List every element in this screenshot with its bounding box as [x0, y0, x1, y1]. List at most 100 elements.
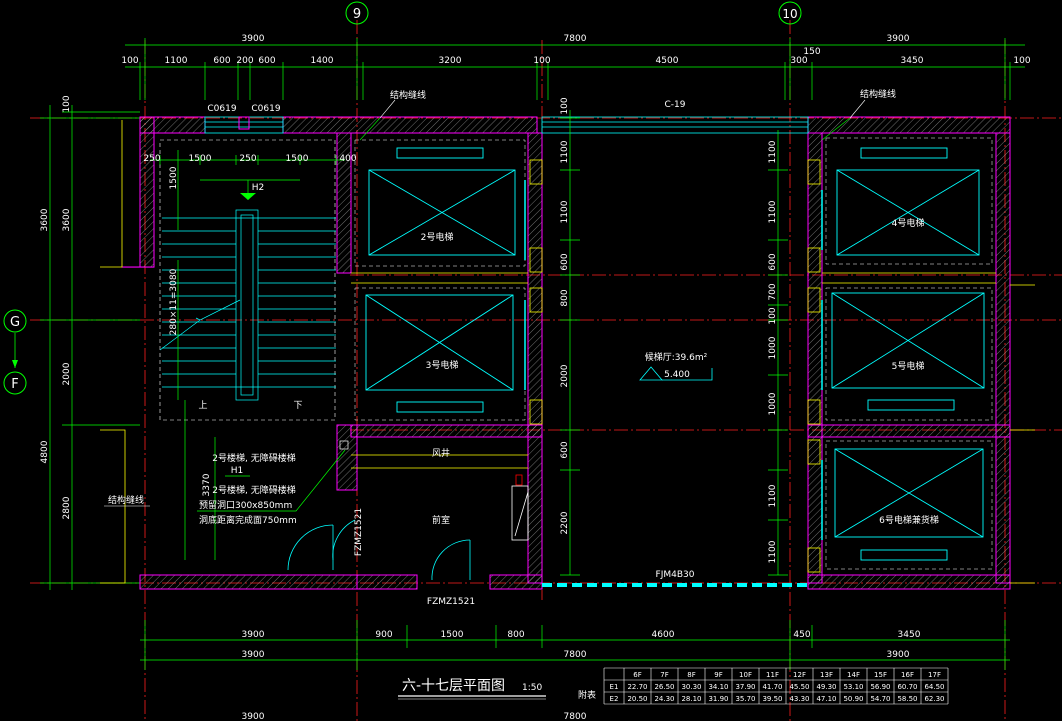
shaft-dim-right-8: 1100 — [768, 540, 778, 563]
floor-table-header-cell: 9F — [714, 671, 722, 679]
shaft-dim-left-5: 2000 — [560, 364, 570, 387]
front-room-equipment — [511, 485, 529, 541]
stair-note-3: 预留洞口300x850mm — [199, 499, 292, 511]
left-dim-inner-2: 2000 — [62, 362, 72, 385]
floor-table-header-cell: 8F — [687, 671, 695, 679]
bottom-dim-row1-2: 1500 — [441, 630, 464, 640]
floor-table-cell: 56.90 — [870, 683, 890, 691]
floor-table-header-cell: 11F — [766, 671, 779, 679]
floor-table-cell: 20.50 — [627, 695, 647, 703]
shaft-dim-right-3: 700 — [768, 283, 778, 300]
bottom-dim-row1-4: 4600 — [652, 630, 675, 640]
door-label-fzm2: FZMZ1521 — [427, 597, 475, 607]
top-dim-row1-1: 7800 — [564, 34, 587, 44]
top-dim-row2-5: 1400 — [311, 56, 334, 66]
floor-table-header-cell: 15F — [874, 671, 887, 679]
top-dim-row2-7: 100 — [533, 56, 550, 66]
floor-table-header-cell: 17F — [928, 671, 941, 679]
floor-table-header-cell: 7F — [660, 671, 668, 679]
plan-scale: 1:50 — [522, 683, 542, 693]
floor-table-cell: 30.30 — [681, 683, 701, 691]
top-dim-row2-1: 1100 — [165, 56, 188, 66]
shaft-dim-right-4: 100 — [768, 307, 778, 324]
shaft-dim-left-0: 100 — [560, 97, 570, 114]
left-dim-inner-3: 2800 — [62, 496, 72, 519]
stair-dim-4: 400 — [339, 154, 356, 164]
floor-table-cell: 31.90 — [708, 695, 728, 703]
floor-table-cell: 22.70 — [627, 683, 647, 691]
floor-table-cell: 54.70 — [870, 695, 890, 703]
stair-side-dim-2: 3370 — [202, 473, 212, 496]
bottom-dim-row2-2: 3900 — [887, 650, 910, 660]
axis-bubble-f: F — [3, 371, 27, 395]
top-dim-row1-0: 3900 — [242, 34, 265, 44]
elevator-4-label: 4号电梯 — [892, 217, 925, 229]
bottom-dim-row1-1: 900 — [375, 630, 392, 640]
shaft-dim-left-4: 800 — [560, 289, 570, 306]
shaft-dim-right-6: 1000 — [768, 392, 778, 415]
door-label-fjm: FJM4B30 — [656, 570, 695, 580]
struct-line-label-1: 结构缝线 — [390, 89, 426, 101]
axis-bubble-g: G — [3, 309, 27, 333]
left-dim-inner-1: 3600 — [62, 208, 72, 231]
door-label-fzm1: FZMZ1521 — [354, 508, 364, 556]
stair-dim-1: 1500 — [189, 154, 212, 164]
elevator-6 — [825, 440, 993, 570]
floor-table-cell: 35.70 — [735, 695, 755, 703]
shaft-dim-left-1: 1100 — [560, 140, 570, 163]
floor-table-row-name: E2 — [610, 695, 619, 703]
floor-table-cell: 50.90 — [843, 695, 863, 703]
floor-table-cell: 47.10 — [816, 695, 836, 703]
walls — [121, 116, 1011, 590]
elevator-doors — [529, 159, 821, 573]
bottom-dim-row2-0: 3900 — [242, 650, 265, 660]
axis-label-f: F — [11, 377, 18, 392]
stair-dim-3: 1500 — [286, 154, 309, 164]
left-dim-outer-0: 3600 — [40, 208, 50, 231]
floor-table-cell: 41.70 — [762, 683, 782, 691]
bottom-dim-row1-6: 3450 — [898, 630, 921, 640]
top-dim-row2-0: 100 — [121, 56, 138, 66]
floor-table-header-cell: 10F — [739, 671, 752, 679]
shaft-dim-right-5: 1000 — [768, 336, 778, 359]
elevator-3 — [354, 287, 526, 421]
top-dim-row2-10: 150 — [803, 47, 820, 57]
shaft-dim-left-6: 600 — [560, 441, 570, 458]
floor-table-header-cell: 6F — [633, 671, 641, 679]
floor-table-header-cell: 14F — [847, 671, 860, 679]
axis-label-10: 10 — [782, 7, 797, 21]
floor-table-cell: 28.10 — [681, 695, 701, 703]
elevator-4 — [825, 137, 993, 265]
window-label-2: C0619 — [251, 104, 280, 114]
floor-table-cell: 43.30 — [789, 695, 809, 703]
h1-label: H1 — [231, 466, 244, 476]
shaft-dim-right-7: 1100 — [768, 484, 778, 507]
floor-table-cell: 49.30 — [816, 683, 836, 691]
floor-table-cell: 26.50 — [654, 683, 674, 691]
floor-table-cell: 39.50 — [762, 695, 782, 703]
plan-title: 六-十七层平面图 — [402, 678, 505, 694]
stair-note-2: 2号楼梯, 无障碍楼梯 — [212, 484, 295, 496]
elevator-5 — [825, 287, 993, 421]
bottom-dim-row3-1: 7800 — [564, 712, 587, 721]
elevator-5-label: 5号电梯 — [892, 360, 925, 372]
outer-outline — [100, 120, 1035, 584]
stair-dim-0: 250 — [143, 154, 160, 164]
windows — [204, 116, 809, 134]
top-dim-row1-2: 3900 — [887, 34, 910, 44]
floor-table-cell: 64.50 — [924, 683, 944, 691]
top-dim-row2-4: 600 — [258, 56, 275, 66]
elevator-2 — [354, 139, 526, 267]
up-label: 上 — [198, 400, 207, 411]
floor-table-cell: 53.10 — [843, 683, 863, 691]
bottom-dim-row1-3: 800 — [507, 630, 524, 640]
top-dim-row2-2: 600 — [213, 56, 230, 66]
struct-line-label-3: 结构缝线 — [108, 494, 144, 506]
top-dim-row2-11: 3450 — [901, 56, 924, 66]
shaft-dim-left-3: 600 — [560, 253, 570, 270]
left-dim-outer-1: 4800 — [40, 440, 50, 463]
stair-area — [150, 139, 345, 560]
floor-table-cell: 37.90 — [735, 683, 755, 691]
floor-table-header-cell: 16F — [901, 671, 914, 679]
